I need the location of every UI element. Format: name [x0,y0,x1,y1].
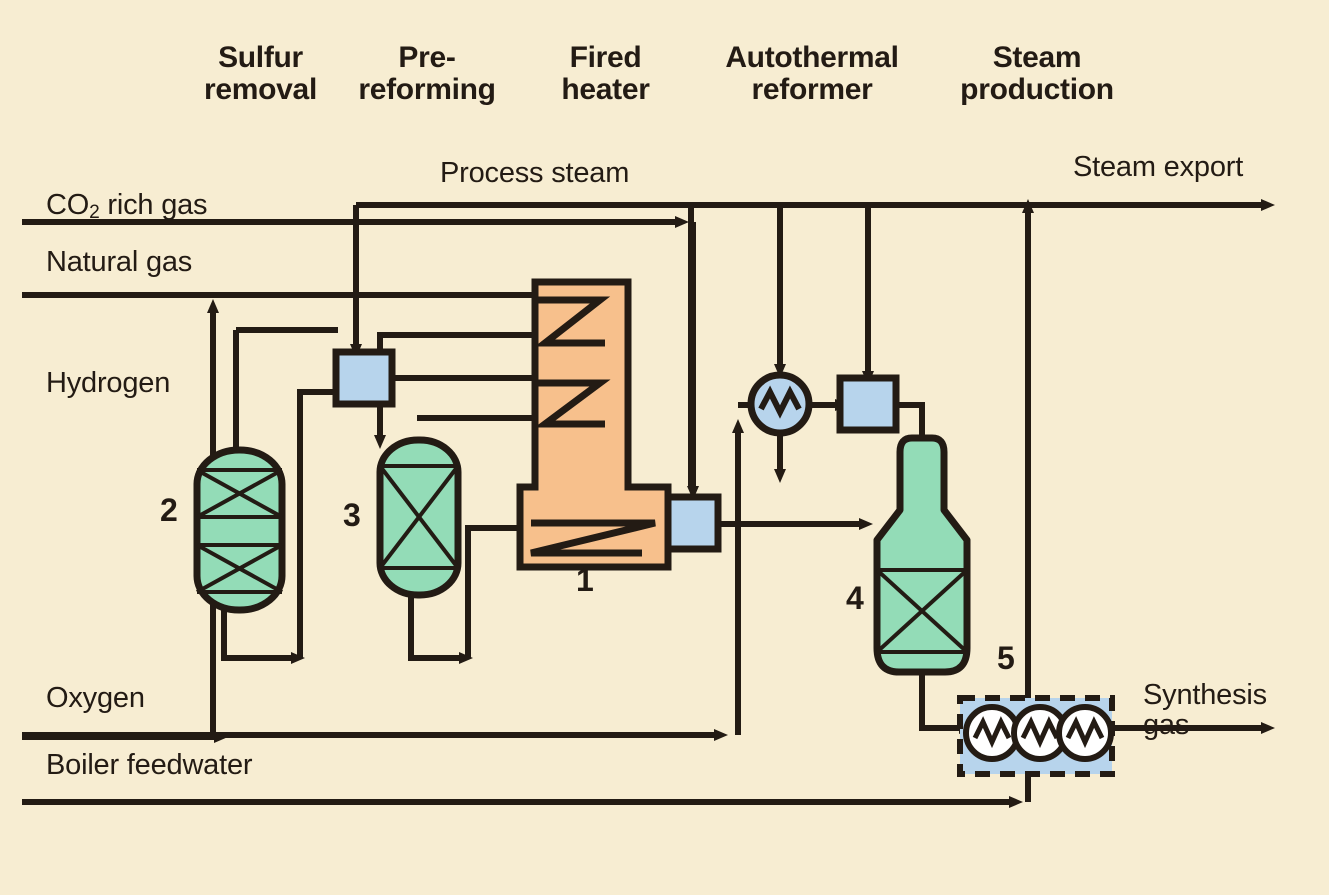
stream-label-co2-rich-gas: CO2 rich gas [46,189,208,224]
stream-label-boiler-feedwater: Boiler feedwater [46,749,253,781]
circular-heat-exchanger [747,371,813,437]
equipment-number-1: 1 [576,562,594,598]
pipe-vessel2-to-mixer [297,389,336,658]
equipment-number-2: 2 [160,492,178,528]
stream-label-natural-gas: Natural gas [46,246,193,278]
piping-network [22,199,1275,808]
stream-label-process-steam: Process steam [440,157,630,189]
stream-label-oxygen: Oxygen [46,682,145,714]
equipment-number-4: 4 [846,580,864,616]
autothermal-reformer-vessel [873,434,971,676]
pipe-vessel2-out [221,610,305,664]
exchanger-box-after-heater [664,493,722,553]
bank-exchanger-1 [963,704,1021,762]
steam-drum-box [836,374,900,434]
bank-exchanger-3 [1056,704,1114,762]
steam-production-exchanger-bank [957,695,1115,777]
equipment-number-3: 3 [343,497,361,533]
pre-reformer-vessel [376,436,462,599]
pipe-box-to-atr [897,402,928,461]
fired-heater-vessel [516,278,672,571]
section-header-pre-reforming: Pre-reforming [358,41,496,107]
pipe-vessel3-out [408,595,473,664]
pipe-atr-to-bank [919,672,973,734]
stream-label-hydrogen: Hydrogen [46,367,171,399]
equipment-number-5: 5 [997,640,1015,676]
mixer-box-sulfur [332,348,396,408]
pipe-vessel3-to-heater [465,522,533,658]
sulfur-removal-vessel [193,446,286,614]
stream-label-steam-export: Steam export [1073,151,1244,183]
bank-exchanger-2 [1011,704,1069,762]
